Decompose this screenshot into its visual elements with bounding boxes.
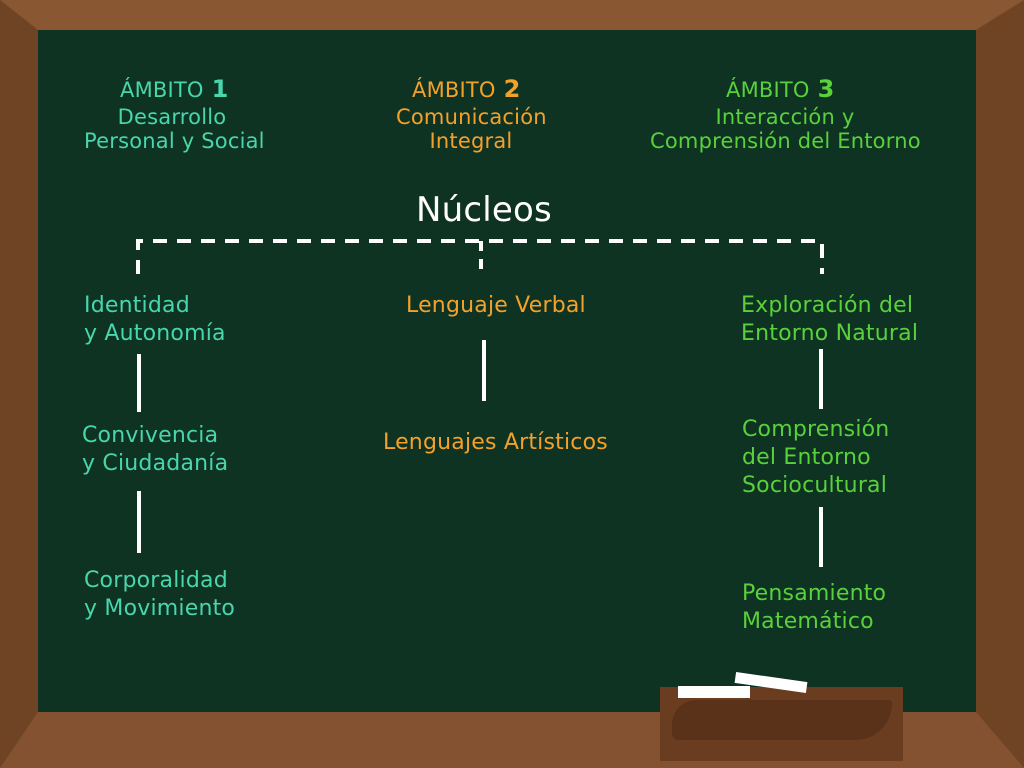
ambito-1-number: 1 bbox=[211, 75, 229, 103]
ambito-2-name: Comunicación Integral bbox=[396, 105, 547, 153]
nucleo-corporalidad-movimiento: Corporalidad y Movimiento bbox=[84, 568, 236, 621]
nucleo-pensamiento-matematico: Pensamiento Matemático bbox=[742, 581, 887, 634]
nucleo-exploracion-entorno-natural: Exploración del Entorno Natural bbox=[741, 293, 919, 346]
ambito-2-number: 2 bbox=[503, 75, 521, 103]
nucleo-comprension-entorno-sociocultural: Comprensión del Entorno Sociocultural bbox=[742, 417, 890, 498]
ambito-3-name: Interacción y Comprensión del Entorno bbox=[650, 105, 921, 153]
nucleos-dashed-bracket bbox=[136, 239, 824, 274]
ambito-3-number: 3 bbox=[817, 75, 835, 103]
chalk-tray-shadow bbox=[672, 700, 892, 740]
nucleo-lenguaje-verbal: Lenguaje Verbal bbox=[406, 293, 586, 318]
nucleo-convivencia-ciudadania: Convivencia y Ciudadanía bbox=[82, 423, 229, 476]
nucleo-lenguajes-artisticos: Lenguajes Artísticos bbox=[383, 430, 608, 455]
nucleos-title: Núcleos bbox=[416, 190, 552, 230]
chalk-piece-flat bbox=[678, 686, 750, 698]
nucleo-identidad-autonomia: Identidad y Autonomía bbox=[84, 293, 226, 346]
ambito-1-name: Desarrollo Personal y Social bbox=[84, 105, 265, 153]
